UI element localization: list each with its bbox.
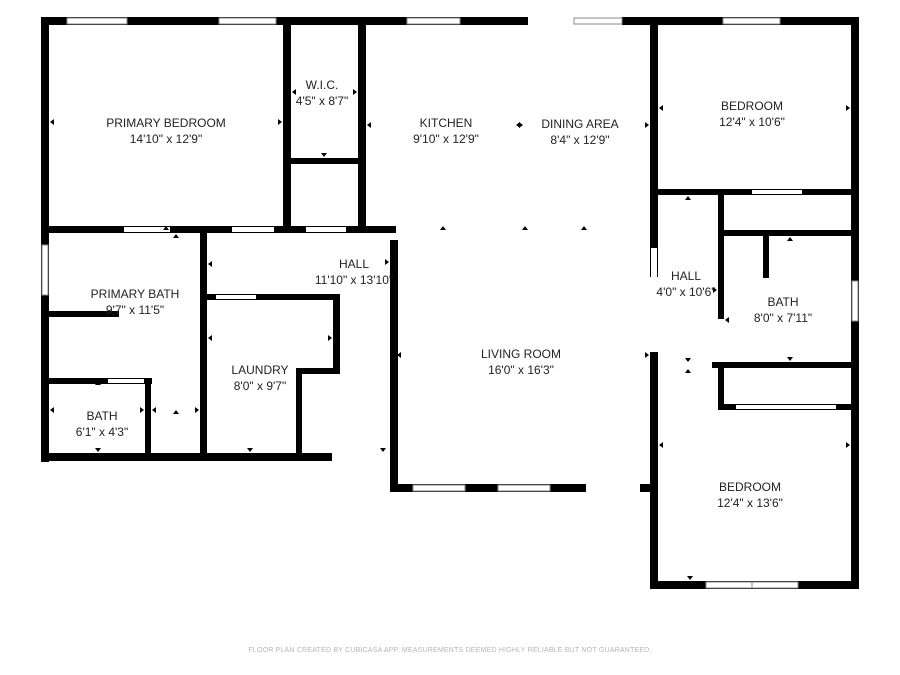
room-dimensions: 8'4" x 12'9" xyxy=(550,133,610,147)
room-name: KITCHEN xyxy=(419,116,473,130)
room-bedroom-2: BEDROOM 12'4" x 10'6" xyxy=(719,98,785,130)
window xyxy=(412,484,466,492)
window xyxy=(573,17,623,25)
room-dimensions: 16'0" x 16'3" xyxy=(488,363,554,377)
room-primary-bath: PRIMARY BATH 9'7" x 11'5" xyxy=(91,286,180,318)
room-dimensions: 14'10" x 12'9" xyxy=(129,132,203,146)
room-name: W.I.C. xyxy=(305,78,339,92)
room-name: DINING AREA xyxy=(541,117,619,131)
door-opening xyxy=(306,227,346,232)
room-dimensions: 9'7" x 11'5" xyxy=(105,303,165,317)
window xyxy=(66,17,128,25)
door-opening xyxy=(651,248,657,288)
door-opening xyxy=(736,405,836,409)
room-bedroom-3: BEDROOM 12'4" x 13'6" xyxy=(717,479,783,511)
room-dimensions: 12'4" x 13'6" xyxy=(717,496,783,510)
wall-markers xyxy=(50,89,850,580)
window xyxy=(497,484,551,492)
room-name: PRIMARY BEDROOM xyxy=(106,116,226,130)
room-name: HALL xyxy=(670,269,702,283)
window xyxy=(851,280,859,322)
door-opening xyxy=(108,379,144,383)
door-opening xyxy=(232,227,274,232)
window xyxy=(406,17,461,25)
door-openings xyxy=(108,190,836,409)
windows xyxy=(41,17,859,589)
room-dimensions: 4'5" x 8'7" xyxy=(295,94,349,108)
room-dining-area: DINING AREA 8'4" x 12'9" xyxy=(541,116,618,148)
room-primary-bedroom: PRIMARY BEDROOM 14'10" x 12'9" xyxy=(106,115,226,147)
door-opening xyxy=(752,190,802,194)
room-dimensions: 9'10" x 12'9" xyxy=(413,132,479,146)
room-bath-1: BATH 6'1" x 4'3" xyxy=(76,408,128,440)
window xyxy=(41,244,49,296)
door-opening xyxy=(216,295,256,299)
room-dimensions: 8'0" x 7'11" xyxy=(753,311,813,325)
window xyxy=(722,17,781,25)
room-name: HALL xyxy=(338,257,370,271)
room-name: LAUNDRY xyxy=(231,363,289,377)
room-name: PRIMARY BATH xyxy=(90,287,180,301)
room-wic: W.I.C. 4'5" x 8'7" xyxy=(296,77,348,109)
room-name: BATH xyxy=(86,409,118,423)
room-name: BEDROOM xyxy=(718,480,781,494)
room-dimensions: 12'4" x 10'6" xyxy=(719,115,785,129)
room-bath-2: BATH 8'0" x 7'11" xyxy=(754,294,812,326)
room-dimensions: 4'0" x 10'6" xyxy=(656,285,716,299)
room-dimensions: 11'10" x 13'10" xyxy=(314,273,394,287)
room-name: BATH xyxy=(767,295,799,309)
room-hall-2: HALL 4'0" x 10'6" xyxy=(656,268,715,300)
door-opening xyxy=(124,227,170,232)
room-dimensions: 8'0" x 9'7" xyxy=(233,379,287,393)
room-laundry: LAUNDRY 8'0" x 9'7" xyxy=(231,362,288,394)
room-hall-1: HALL 11'10" x 13'10" xyxy=(315,256,393,288)
room-dimensions: 6'1" x 4'3" xyxy=(75,425,129,439)
room-name: LIVING ROOM xyxy=(480,347,562,361)
room-name: BEDROOM xyxy=(720,99,783,113)
room-kitchen: KITCHEN 9'10" x 12'9" xyxy=(413,115,479,147)
footer-disclaimer: FLOOR PLAN CREATED BY CUBICASA APP. MEAS… xyxy=(248,647,652,654)
room-living-room: LIVING ROOM 16'0" x 16'3" xyxy=(481,346,561,378)
window xyxy=(218,17,277,25)
